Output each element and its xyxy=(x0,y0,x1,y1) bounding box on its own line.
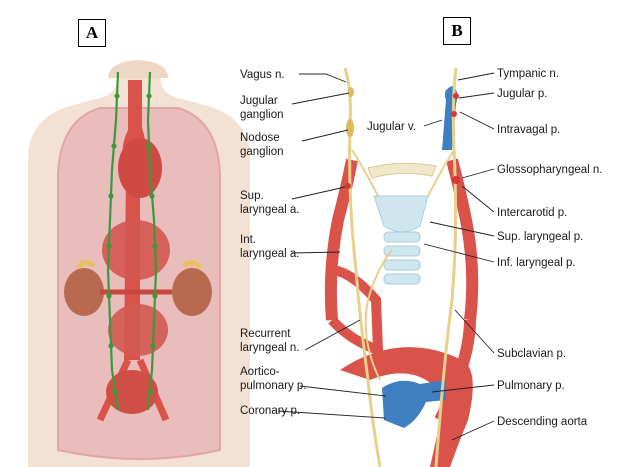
label-sup-laryngeal-a-2: laryngeal a. xyxy=(240,204,299,216)
label-nodose-ganglion-1: Nodose xyxy=(240,132,280,144)
label-aortico-pulmonary-p-1: Aortico- xyxy=(240,366,280,378)
brachiocephalic-trunk xyxy=(434,319,476,423)
label-inf-laryngeal-p: Inf. laryngeal p. xyxy=(497,257,576,269)
label-pulmonary-p: Pulmonary p. xyxy=(497,380,565,392)
label-tympanic-n: Tympanic n. xyxy=(497,68,559,80)
label-vagus-n: Vagus n. xyxy=(240,69,285,81)
label-jugular-ganglion-1: Jugular xyxy=(240,95,278,107)
descending-aorta-vessel xyxy=(430,440,460,467)
aortic-arch xyxy=(340,347,473,440)
pelvic-organ xyxy=(106,370,158,414)
label-coronary-p: Coronary p. xyxy=(240,405,300,417)
head-stump xyxy=(108,60,168,78)
paraganglia-markers xyxy=(345,93,460,189)
label-jugular-ganglion-2: ganglion xyxy=(240,109,283,121)
left-kidney xyxy=(64,268,104,316)
laryngeal-branches xyxy=(351,149,455,197)
pulmonary-trunk xyxy=(382,380,446,428)
torso-illustration xyxy=(28,60,250,467)
left-carotid-artery xyxy=(324,158,358,321)
thyroid-cartilage xyxy=(373,195,429,233)
label-recurrent-laryngeal-n-2: laryngeal n. xyxy=(240,342,299,354)
label-int-laryngeal-a-1: Int. xyxy=(240,234,256,246)
label-sup-laryngeal-p: Sup. laryngeal p. xyxy=(497,231,583,243)
trachea xyxy=(383,231,421,285)
lower-organs xyxy=(108,304,168,356)
label-recurrent-laryngeal-n-1: Recurrent xyxy=(240,328,291,340)
recurrent-laryngeal-nerve xyxy=(364,249,393,381)
label-int-laryngeal-a-2: laryngeal a. xyxy=(240,248,299,260)
abdominal-organs xyxy=(102,220,170,280)
panel-label-b: B xyxy=(443,17,471,45)
left-subclavian-artery xyxy=(328,265,384,358)
label-jugular-p: Jugular p. xyxy=(497,88,548,100)
adrenal-glands xyxy=(75,260,203,270)
nodose-ganglion xyxy=(346,119,354,137)
leader-lines xyxy=(277,72,495,441)
label-nodose-ganglion-2: ganglion xyxy=(240,146,283,158)
label-intravagal-p: Intravagal p. xyxy=(497,124,560,136)
label-glossopharyngeal-n: Glossopharyngeal n. xyxy=(497,164,602,176)
label-aortico-pulmonary-p-2: pulmonary p. xyxy=(240,380,306,392)
label-sup-laryngeal-a-1: Sup. xyxy=(240,190,264,202)
label-jugular-v: Jugular v. xyxy=(367,121,416,133)
hyoid-bone xyxy=(367,162,437,179)
panel-label-a: A xyxy=(78,19,106,47)
right-kidney xyxy=(172,268,212,316)
label-descending-aorta: Descending aorta xyxy=(497,416,588,428)
label-intercarotid-p: Intercarotid p. xyxy=(497,207,567,219)
jugular-ganglion xyxy=(348,87,354,97)
neck-chest-diagram xyxy=(324,67,479,467)
chain-ganglia xyxy=(106,93,158,395)
heart-region xyxy=(118,138,162,198)
label-subclavian-p: Subclavian p. xyxy=(497,348,566,360)
